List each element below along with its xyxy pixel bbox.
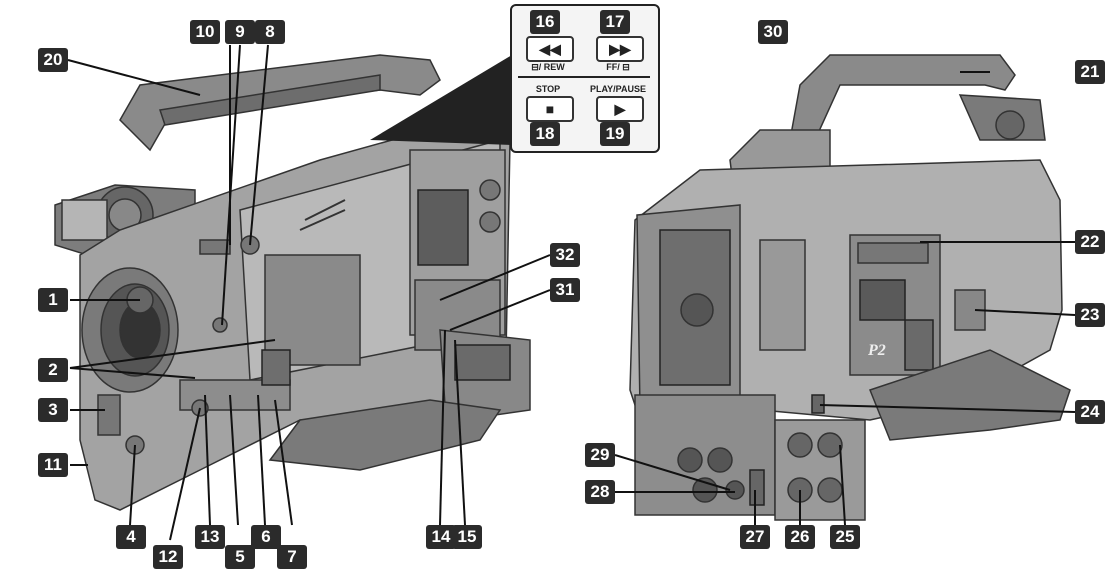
callout-2: 2: [38, 358, 68, 382]
ff-label: FF/ ⊟: [606, 62, 630, 72]
callout-31: 31: [550, 278, 580, 302]
callout-17: 17: [600, 10, 630, 34]
callout-16: 16: [530, 10, 560, 34]
callout-10: 10: [190, 20, 220, 44]
p2-logo: P2: [867, 342, 886, 359]
callout-32: 32: [550, 243, 580, 267]
callout-22: 22: [1075, 230, 1105, 254]
callout-18: 18: [530, 122, 560, 146]
left-camera-body: [54, 54, 531, 511]
right-camera-body: [629, 54, 1071, 521]
callout-9: 9: [225, 20, 255, 44]
callout-15: 15: [452, 525, 482, 549]
callout-28: 28: [585, 480, 615, 504]
callout-6: 6: [251, 525, 281, 549]
callout-14: 14: [426, 525, 456, 549]
leader-lines: [67, 44, 1076, 541]
callout-30: 30: [758, 20, 788, 44]
rew-button: ◀◀: [526, 36, 574, 62]
callout-29: 29: [585, 443, 615, 467]
callout-5: 5: [225, 545, 255, 569]
stop-label: STOP: [535, 84, 561, 94]
callout-26: 26: [785, 525, 815, 549]
callout-7: 7: [277, 545, 307, 569]
callout-3: 3: [38, 398, 68, 422]
inset-separator: [518, 76, 650, 78]
callout-27: 27: [740, 525, 770, 549]
callout-1: 1: [38, 288, 68, 312]
play-pause-label: PLAY/PAUSE: [589, 84, 647, 94]
callout-20: 20: [38, 48, 68, 72]
ff-button: ▶▶: [596, 36, 644, 62]
zoom-wedge: [370, 55, 512, 145]
callout-19: 19: [600, 122, 630, 146]
callout-8: 8: [255, 20, 285, 44]
callout-23: 23: [1075, 303, 1105, 327]
callout-21: 21: [1075, 60, 1105, 84]
callout-24: 24: [1075, 400, 1105, 424]
callout-13: 13: [195, 525, 225, 549]
rew-label: ⊟/ REW: [531, 62, 565, 72]
callout-4: 4: [116, 525, 146, 549]
callout-25: 25: [830, 525, 860, 549]
stop-button: ■: [526, 96, 574, 122]
callout-12: 12: [153, 545, 183, 569]
play-pause-button: ▶: [596, 96, 644, 122]
callout-11: 11: [38, 453, 68, 477]
